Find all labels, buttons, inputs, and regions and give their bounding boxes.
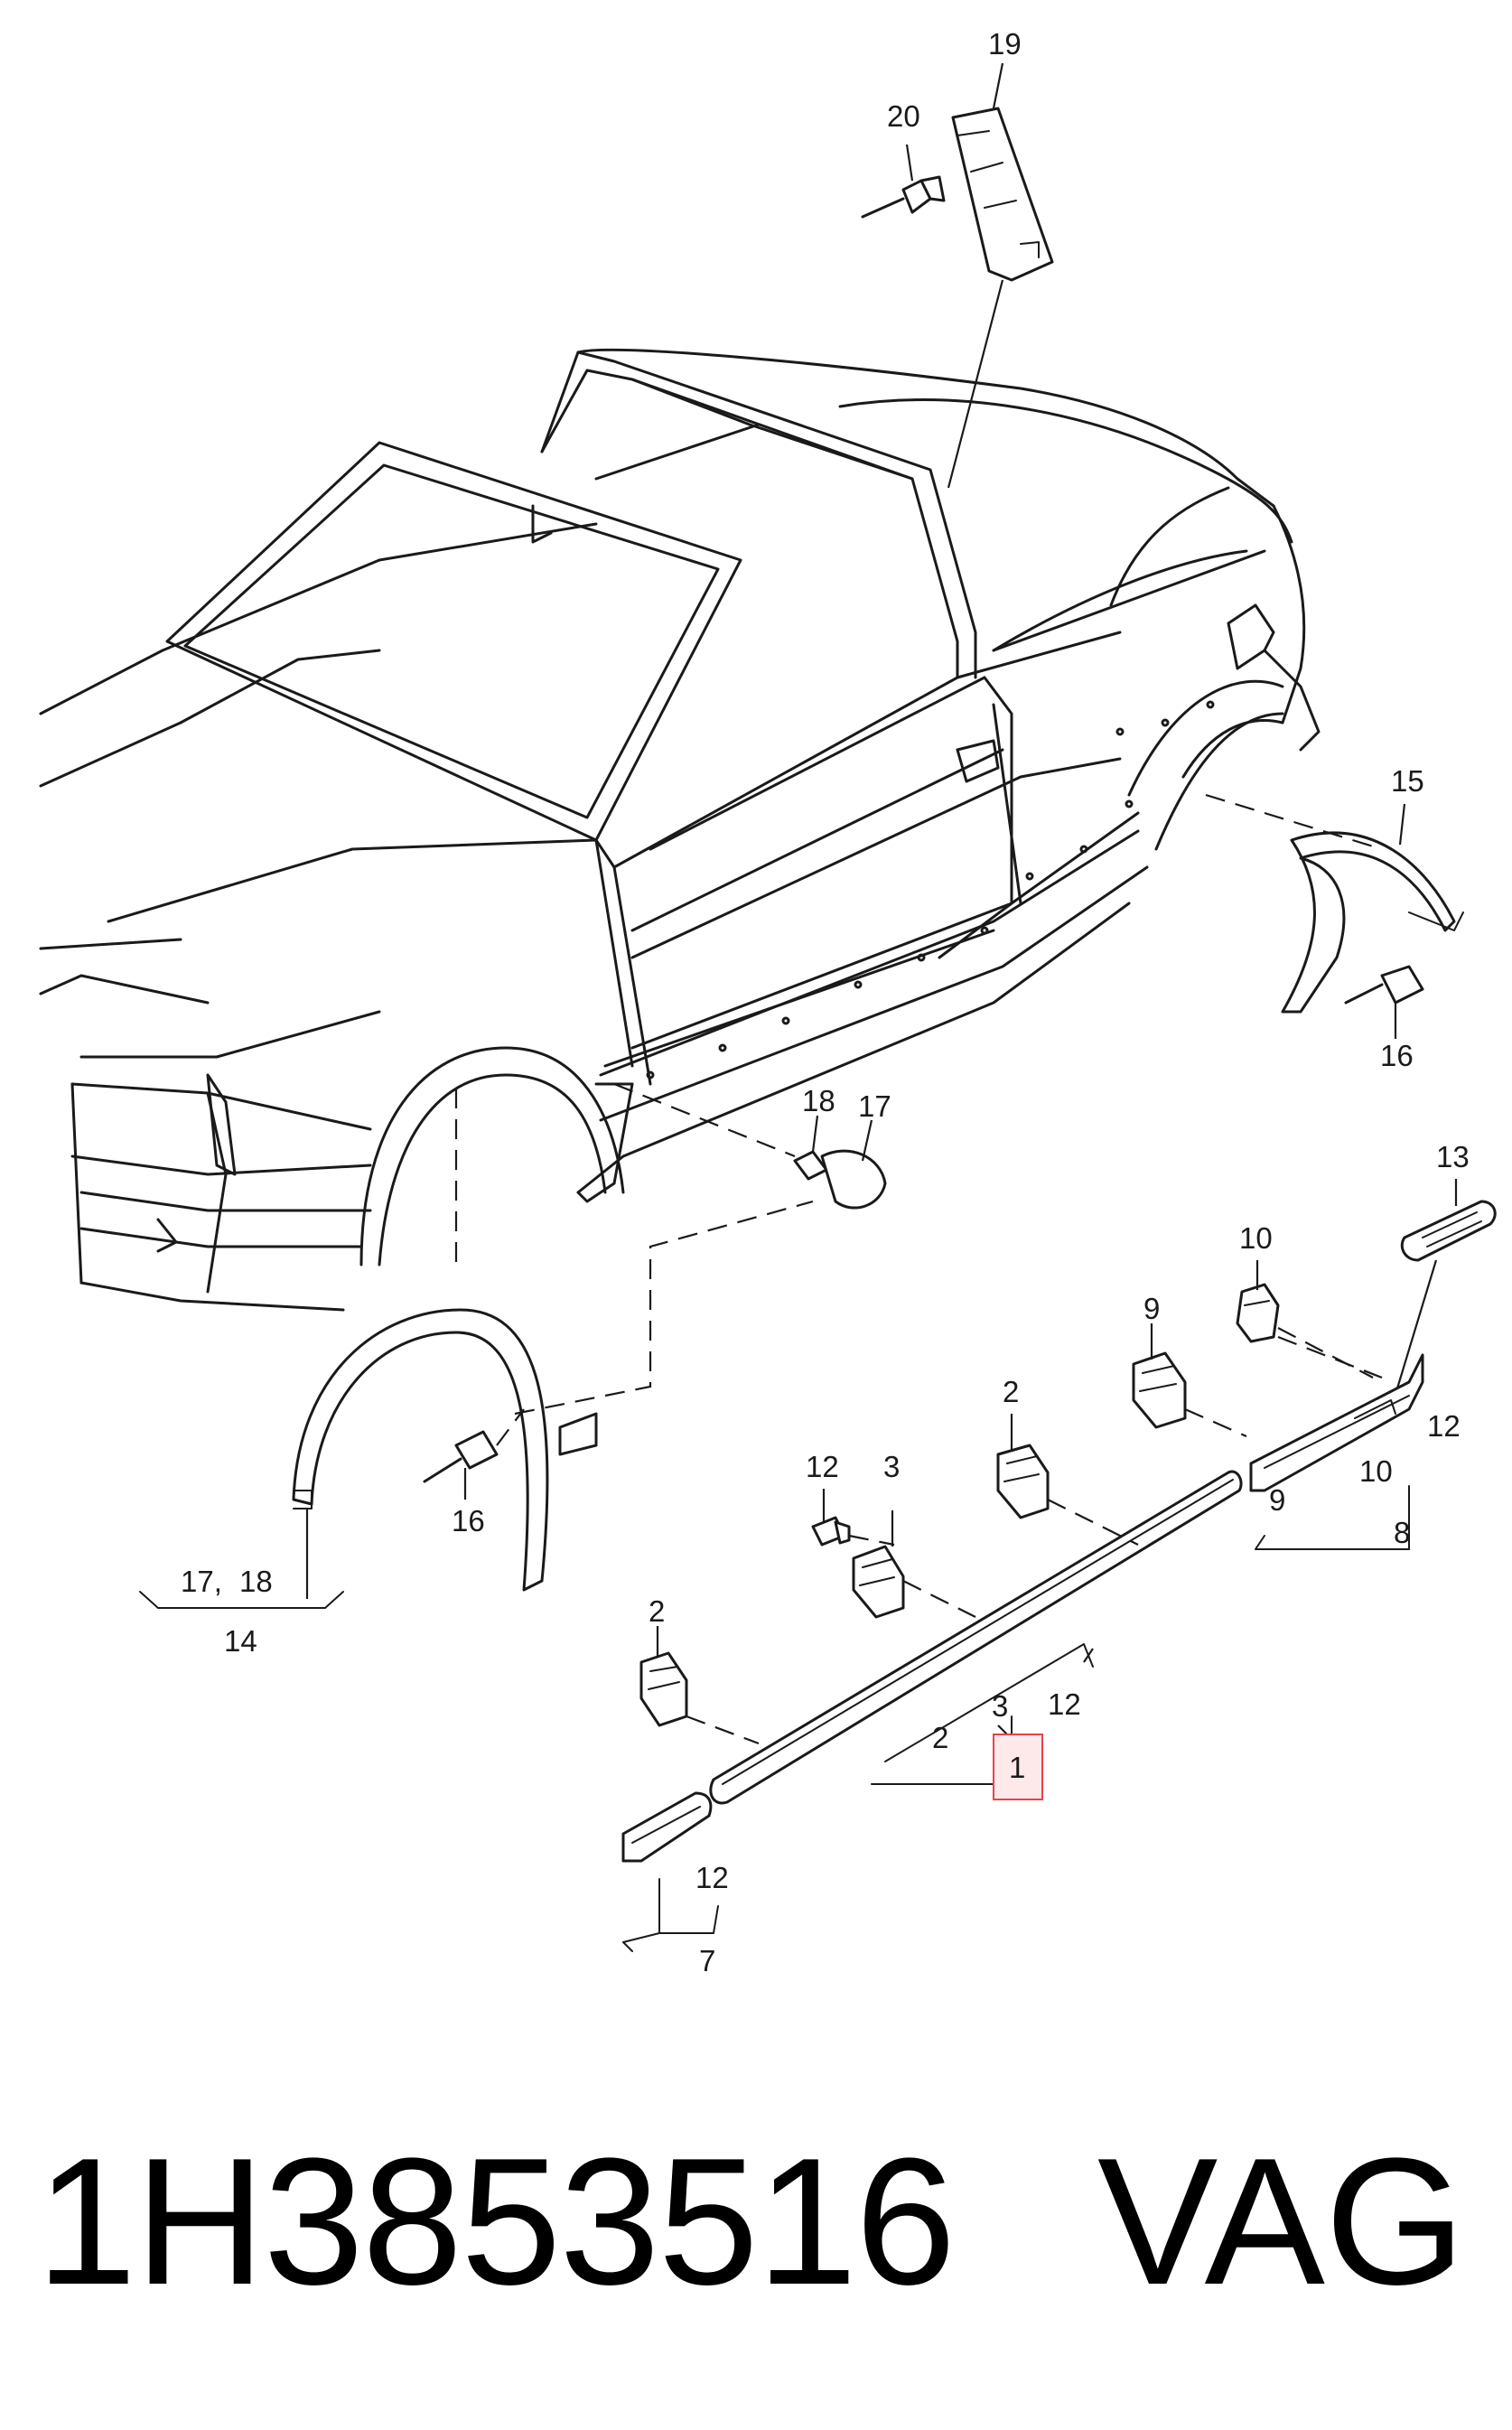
- clip-3: [852, 1510, 976, 1619]
- callout-1: 1: [1009, 1751, 1025, 1784]
- callout-14: 14: [224, 1624, 257, 1658]
- callout-17: 17: [858, 1089, 891, 1123]
- callout-16-rear: 16: [1380, 1039, 1414, 1072]
- end-piece-7: [621, 1791, 719, 1952]
- callout-1-highlight: [993, 1734, 1043, 1800]
- cap-clip-17-18: [613, 1082, 887, 1210]
- callout-3-clip: 3: [883, 1450, 900, 1483]
- callout-12-end: 12: [695, 1861, 729, 1894]
- callout-18-group: 18: [239, 1565, 273, 1598]
- callout-2-mid: 2: [1003, 1375, 1019, 1408]
- callout-13: 13: [1436, 1140, 1470, 1173]
- clip-9: [1132, 1323, 1247, 1438]
- callout-labels: 19 20 15 16 18 17 13 10 9 2 12 3 12 10 9…: [181, 27, 1470, 1977]
- clip-10: [1236, 1260, 1374, 1379]
- reflector-13: [1389, 1179, 1497, 1410]
- callout-18: 18: [802, 1084, 835, 1117]
- front-arch-trim-14: [292, 1089, 814, 1599]
- callout-19: 19: [988, 27, 1022, 61]
- rear-moulding-8: [1249, 1335, 1424, 1550]
- callout-12-main: 12: [1048, 1687, 1081, 1721]
- callout-17-group: 17,: [181, 1565, 222, 1598]
- clip-16-rear: [1344, 965, 1424, 1039]
- rivet-20: [861, 144, 946, 219]
- sill-clip-holes: [646, 700, 1215, 1079]
- clip-12: [811, 1489, 895, 1547]
- callout-3-main: 3: [992, 1689, 1008, 1723]
- callout-7: 7: [699, 1944, 715, 1977]
- callout-9-top: 9: [1143, 1292, 1160, 1325]
- bracket-14: [139, 1591, 344, 1609]
- brand-name: VAG: [1097, 2121, 1466, 2323]
- rear-arch-trim-15: [1205, 793, 1464, 1014]
- clip-16-front: [423, 1408, 525, 1500]
- callout-15: 15: [1391, 764, 1424, 798]
- main-moulding-1: [709, 1470, 1243, 1805]
- clip-2-mid: [996, 1414, 1139, 1546]
- callout-10-top: 10: [1239, 1221, 1273, 1255]
- callout-16-front: 16: [452, 1504, 485, 1537]
- callout-2-main: 2: [932, 1721, 948, 1754]
- pillar-trim-19: [947, 62, 1054, 489]
- part-number: 1H3853516: [36, 2121, 956, 2323]
- callout-20: 20: [887, 99, 920, 133]
- clip-2-left: [639, 1626, 760, 1745]
- car-body-outline: [39, 348, 1321, 1312]
- callout-2-left: 2: [649, 1594, 665, 1628]
- callout-8: 8: [1394, 1516, 1410, 1549]
- callout-12-clip: 12: [806, 1450, 839, 1483]
- callout-12-rear: 12: [1427, 1409, 1461, 1443]
- callout-10-bottom: 10: [1359, 1454, 1393, 1488]
- callout-9-bottom: 9: [1269, 1483, 1285, 1517]
